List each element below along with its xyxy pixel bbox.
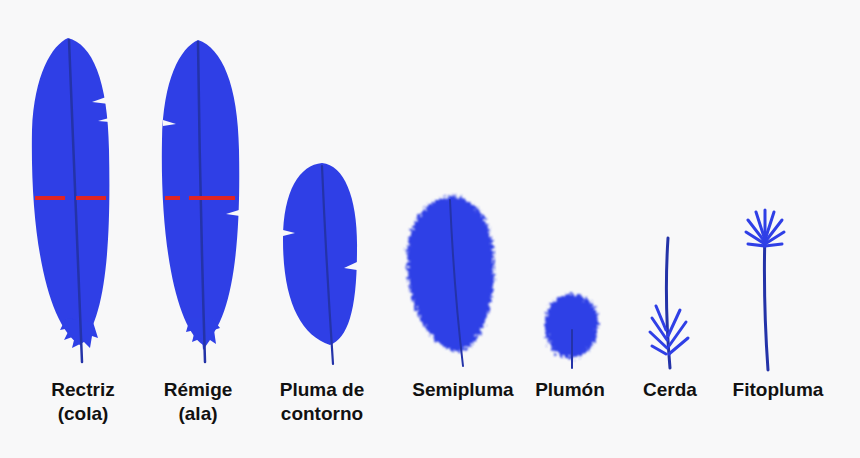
rectrix-fluff [60, 318, 98, 348]
feather-label: Rectriz (cola) [35, 378, 131, 426]
feather-label: Fitopluma [718, 378, 838, 402]
feather-label: Rémige (ala) [150, 378, 246, 426]
feather-label: Pluma de contorno [270, 378, 374, 426]
feather-label: Cerda [625, 378, 715, 402]
contour-vane [283, 163, 357, 345]
feather-label: Plumón [515, 378, 625, 402]
feather-label: Semipluma [393, 378, 533, 402]
bristle-feather [650, 238, 688, 368]
filoplume [746, 210, 784, 370]
